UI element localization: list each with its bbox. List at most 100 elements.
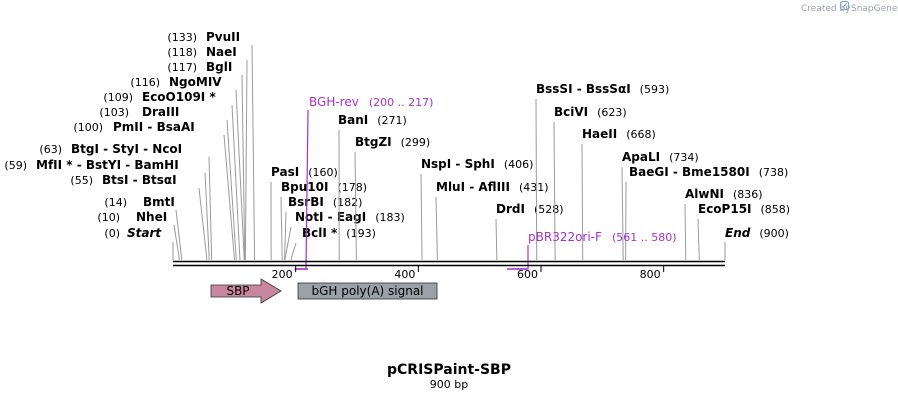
brand-prefix: Created by [801, 4, 851, 14]
site-connector [435, 196, 438, 260]
site-connector [495, 218, 498, 260]
site-pvuii: PvuII (133) [167, 30, 256, 260]
site-position: (836) [733, 188, 763, 201]
features: SBP bGH poly(A) signal [210, 278, 438, 304]
site-noti-eagi: NotI - EagI(183) [284, 210, 405, 260]
site-name: MluI - AflIII [436, 180, 510, 194]
site-name: DraIII [142, 105, 179, 119]
site-bani: BanI(271) [338, 113, 407, 260]
site-bcivi: BciVI (623) [553, 105, 627, 260]
site-connector [284, 211, 287, 260]
feature-label: SBP [226, 284, 249, 298]
primer-range: (561 .. 580) [612, 231, 677, 244]
site-connector [284, 226, 292, 260]
site-name: BciVI [554, 105, 588, 119]
site-bcli: BclI * (193) [290, 226, 376, 260]
site-name: EcoO109I * [142, 90, 216, 104]
site-baegi-bme1580i: BaeGI - Bme1580I(738) [625, 165, 788, 260]
site-pasi: PasI(160) [270, 165, 338, 260]
site-name: AlwNI [685, 187, 724, 201]
site-name: BclI * [302, 226, 338, 240]
site-position: (183) [375, 211, 405, 224]
site-position: (900) [759, 227, 789, 240]
site-position: (182) [333, 196, 363, 209]
site-alwni: AlwNI (836) [684, 187, 763, 260]
tick-label: 400 [394, 268, 415, 281]
map-title: pCRISPaint-SBP [387, 362, 511, 378]
site-mlui-afliii: MluI - AflIII (431) [435, 180, 549, 260]
site-position: (59) [4, 159, 27, 172]
site-name: BaeGI - Bme1580I [629, 165, 750, 179]
site-position: (193) [346, 227, 376, 240]
site-name: BsrBI [288, 195, 324, 209]
site-naei: NaeI(118) [167, 45, 248, 260]
site-bsrbi: BsrBI (182) [284, 195, 363, 260]
site-bgli: BglI(117) [167, 60, 246, 260]
tick-label: 600 [517, 268, 538, 281]
site-connector [581, 143, 584, 260]
site-position: (160) [308, 166, 338, 179]
site-position: (623) [597, 106, 627, 119]
snapgene-logo-icon [839, 0, 850, 11]
site-position: (406) [504, 158, 534, 171]
site-position: (10) [97, 211, 120, 224]
feature-bgh-poly-a-signal: bGH poly(A) signal [297, 282, 438, 300]
site-name: Bpu10I [281, 180, 328, 194]
site-draiii: DraIII(103) [99, 105, 237, 260]
site-name: NaeI [206, 45, 237, 59]
site-connector [175, 209, 183, 260]
site-name: BtgZI [355, 135, 392, 149]
site-connector [553, 121, 556, 260]
site-name: ApaLI [622, 150, 660, 164]
site-name: EcoP15I [698, 202, 752, 216]
site-name: PvuII [206, 30, 240, 44]
site-position: (431) [519, 181, 549, 194]
primers: BGH-rev(200 .. 217)pBR322ori-F(561 .. 58… [294, 95, 677, 270]
site-name: NspI - SphI [421, 157, 495, 171]
feature-box [297, 282, 438, 300]
site-connector [420, 173, 423, 260]
site-position: (14) [104, 196, 127, 209]
site-name: PmII - BsaAI [113, 120, 195, 134]
site-haeii: HaeII(668) [581, 127, 656, 260]
site-position: (109) [103, 91, 133, 104]
site-connector [354, 151, 357, 260]
site-connector [204, 172, 210, 260]
ruler-tick-600: 600 [517, 265, 542, 281]
site-connector [198, 187, 208, 260]
tick-label: 200 [272, 268, 293, 281]
ruler-tick-400: 400 [394, 265, 419, 281]
title-block: pCRISPaint-SBP 900 bp [387, 362, 511, 391]
primer-pbr322ori-f: pBR322ori-F (561 .. 580) [507, 230, 677, 270]
site-connector [280, 196, 283, 260]
site-position: (133) [167, 31, 197, 44]
site-position: (0) [104, 227, 120, 240]
site-btgzi: BtgZI (299) [354, 135, 431, 260]
feature-arrow [210, 278, 282, 304]
site-connector [535, 98, 538, 260]
site-end: End (900) [724, 226, 789, 260]
site-bpu10i: Bpu10I(178) [280, 180, 367, 260]
restriction-sites: Start(0)NheI(10)BmtI(14)BtsI - BtsαI(55)… [4, 30, 790, 260]
brand-name: SnapGene [851, 4, 898, 14]
site-connector [684, 203, 687, 260]
site-position: (593) [640, 83, 670, 96]
site-name: End [725, 226, 751, 240]
map-subtitle: 900 bp [430, 378, 468, 391]
site-position: (299) [401, 136, 431, 149]
site-btsi-bts-i: BtsI - BtsαI(55) [70, 173, 208, 260]
site-mfii-bstyi-bamhi: MfII * - BstYI - BamHI(59) [4, 158, 210, 260]
site-position: (734) [669, 151, 699, 164]
primer-name: pBR322ori-F [528, 230, 602, 244]
site-ngomiv: NgoMIV(116) [130, 75, 245, 260]
ruler-tick-800: 800 [640, 265, 665, 281]
site-connector [208, 156, 213, 260]
site-name: BmtI [143, 195, 175, 209]
site-start: Start(0) [104, 226, 174, 260]
site-position: (55) [70, 174, 93, 187]
site-name: BtgI - StyI - NcoI [71, 142, 182, 156]
site-ecoo109i: EcoO109I * (109) [103, 90, 241, 260]
site-name: HaeII [582, 127, 617, 141]
site-apali: ApaLI (734) [621, 150, 699, 260]
site-position: (858) [761, 203, 791, 216]
